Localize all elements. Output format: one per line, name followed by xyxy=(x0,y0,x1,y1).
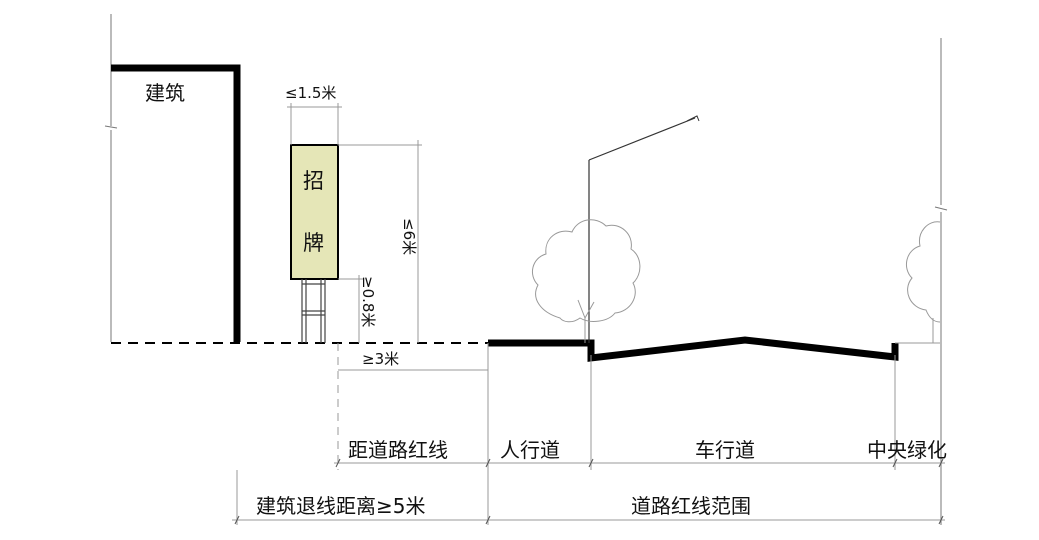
dim-sign-width: ≤1.5米 xyxy=(285,84,342,145)
span-road-red-line: 道路红线范围 xyxy=(631,494,751,518)
sign-char-1: 招 xyxy=(303,169,324,193)
zone-sidewalk: 人行道 xyxy=(500,438,560,462)
road-surface xyxy=(488,336,899,362)
street-lamp-icon xyxy=(588,115,700,343)
zone-row: 距道路红线 人行道 车行道 中央绿化 xyxy=(334,438,947,468)
sign-board xyxy=(290,144,339,280)
zone-carriageway: 车行道 xyxy=(695,438,755,462)
span-row: 建筑退线距离≥5米 道路红线范围 xyxy=(232,494,945,525)
dim-sign-clearance: ≥0.8米 xyxy=(338,275,377,343)
dim-setback-label: ≥3米 xyxy=(362,350,399,368)
median-tree-icon xyxy=(905,221,941,343)
dim-setback: ≥3米 xyxy=(337,343,488,470)
road-profile xyxy=(488,336,940,362)
dim-sign-clearance-label: ≥0.8米 xyxy=(359,276,377,327)
building-label: 建筑 xyxy=(145,81,185,105)
sign: 招 牌 xyxy=(290,144,339,343)
break-mark-icon xyxy=(104,125,118,129)
dim-sign-height-label: ≤6米 xyxy=(400,218,418,255)
break-mark-icon xyxy=(934,206,948,211)
right-boundary xyxy=(934,38,948,525)
building: 建筑 xyxy=(104,14,241,342)
zone-median-green: 中央绿化 xyxy=(867,438,947,462)
tree-icon xyxy=(531,219,641,343)
zone-red-line-distance: 距道路红线 xyxy=(348,438,448,462)
sign-char-2: 牌 xyxy=(303,231,324,255)
dim-sign-height: ≤6米 xyxy=(338,140,422,343)
dim-sign-width-label: ≤1.5米 xyxy=(285,84,336,102)
building-wall xyxy=(111,64,241,342)
zone-separators xyxy=(236,343,896,525)
span-building-setback: 建筑退线距离≥5米 xyxy=(256,494,425,518)
